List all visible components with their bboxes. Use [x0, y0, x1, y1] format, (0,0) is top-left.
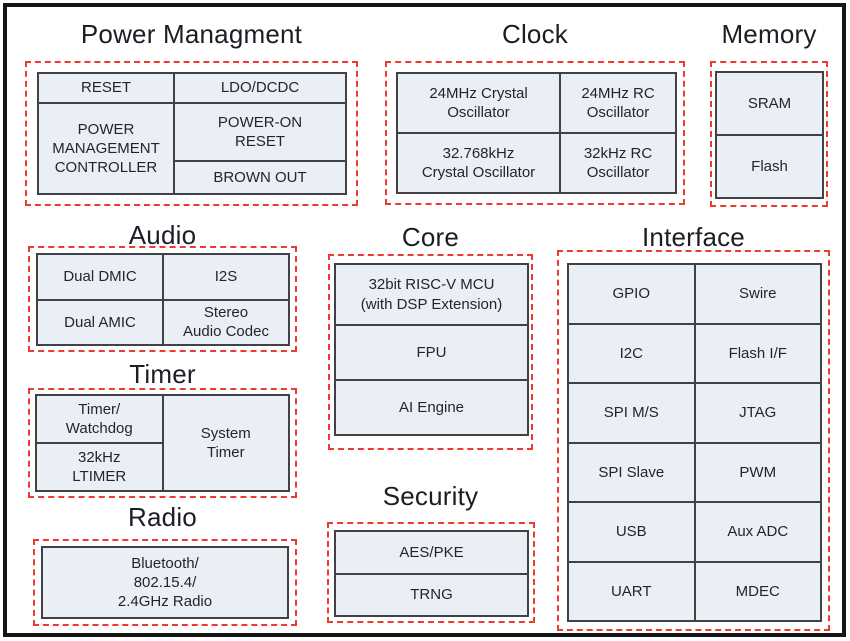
- memory-section-title: Memory: [721, 19, 817, 49]
- clock-table: 24MHz Crystal Oscillator 24MHz RC Oscill…: [396, 72, 677, 194]
- block-spi-slave: SPI Slave: [569, 443, 694, 501]
- block-reset: RESET: [39, 74, 173, 102]
- core-table: 32bit RISC-V MCU (with DSP Extension) FP…: [334, 263, 529, 436]
- block-ldo-dcdc: LDO/DCDC: [175, 74, 345, 102]
- block-system-timer: System Timer: [163, 396, 288, 490]
- radio-section-title: Radio: [128, 502, 197, 532]
- block-i2c: I2C: [569, 324, 694, 382]
- block-stereo-audio-codec: Stereo Audio Codec: [164, 300, 288, 344]
- clock-section-title: Clock: [501, 19, 568, 49]
- block-power-management-controller: POWER MANAGEMENT CONTROLLER: [39, 104, 173, 193]
- power-section-title: Power Managment: [80, 19, 303, 49]
- power-table: RESET LDO/DCDC POWER-ON RESET POWER MANA…: [37, 72, 347, 195]
- timer-section-title: Timer: [129, 359, 196, 389]
- block-flash-if: Flash I/F: [695, 324, 820, 382]
- block-32khz-ltimer: 32kHz LTIMER: [37, 444, 162, 490]
- block-jtag: JTAG: [695, 384, 820, 442]
- security-section-region: [327, 522, 535, 623]
- audio-section-title: Audio: [128, 220, 197, 250]
- block-brown-out: BROWN OUT: [175, 162, 345, 193]
- radio-section-region: [33, 539, 297, 626]
- block-spi-ms: SPI M/S: [569, 384, 694, 442]
- block-gpio: GPIO: [569, 265, 694, 323]
- block-dual-dmic: Dual DMIC: [38, 255, 162, 299]
- block-24mhz-rc-oscillator: 24MHz RC Oscillator: [561, 74, 675, 132]
- timer-table: Timer/ Watchdog System Timer 32kHz LTIME…: [35, 394, 290, 492]
- block-swire: Swire: [695, 265, 820, 323]
- timer-section-region: [28, 388, 297, 498]
- clock-section-region: [385, 61, 685, 205]
- security-section-title: Security: [382, 481, 479, 511]
- block-i2s: I2S: [164, 255, 288, 299]
- power-section-region: [25, 61, 358, 206]
- radio-table: Bluetooth/ 802.15.4/ 2.4GHz Radio: [41, 546, 289, 619]
- interface-table: GPIO Swire I2C Flash I/F SPI M/S JTAG SP…: [567, 263, 822, 622]
- memory-table: SRAM Flash: [715, 71, 824, 199]
- block-aux-adc: Aux ADC: [695, 503, 820, 561]
- block-timer-watchdog: Timer/ Watchdog: [37, 396, 162, 442]
- block-trng: TRNG: [336, 574, 527, 615]
- security-table: AES/PKE TRNG: [334, 530, 529, 617]
- block-24mhz-crystal-oscillator: 24MHz Crystal Oscillator: [398, 74, 559, 132]
- block-uart: UART: [569, 562, 694, 620]
- block-flash: Flash: [717, 136, 822, 197]
- block-bluetooth-radio: Bluetooth/ 802.15.4/ 2.4GHz Radio: [43, 548, 287, 617]
- core-section-region: [328, 254, 533, 450]
- block-pwm: PWM: [695, 443, 820, 501]
- block-32khz-rc-oscillator: 32kHz RC Oscillator: [561, 134, 675, 192]
- block-aes-pke: AES/PKE: [336, 532, 527, 573]
- interface-section-title: Interface: [642, 222, 745, 252]
- core-section-title: Core: [401, 222, 460, 252]
- block-dual-amic: Dual AMIC: [38, 300, 162, 344]
- block-mdec: MDEC: [695, 562, 820, 620]
- block-ai-engine: AI Engine: [336, 381, 527, 434]
- block-fpu: FPU: [336, 326, 527, 379]
- block-32768khz-crystal-oscillator: 32.768kHz Crystal Oscillator: [398, 134, 559, 192]
- audio-section-region: [28, 246, 297, 352]
- block-usb: USB: [569, 503, 694, 561]
- audio-table: Dual DMIC I2S Dual AMIC Stereo Audio Cod…: [36, 253, 290, 346]
- block-power-on-reset: POWER-ON RESET: [175, 104, 345, 160]
- block-riscv-mcu: 32bit RISC-V MCU (with DSP Extension): [336, 265, 527, 324]
- memory-section-region: [710, 61, 828, 207]
- block-sram: SRAM: [717, 73, 822, 134]
- interface-section-region: [557, 250, 830, 631]
